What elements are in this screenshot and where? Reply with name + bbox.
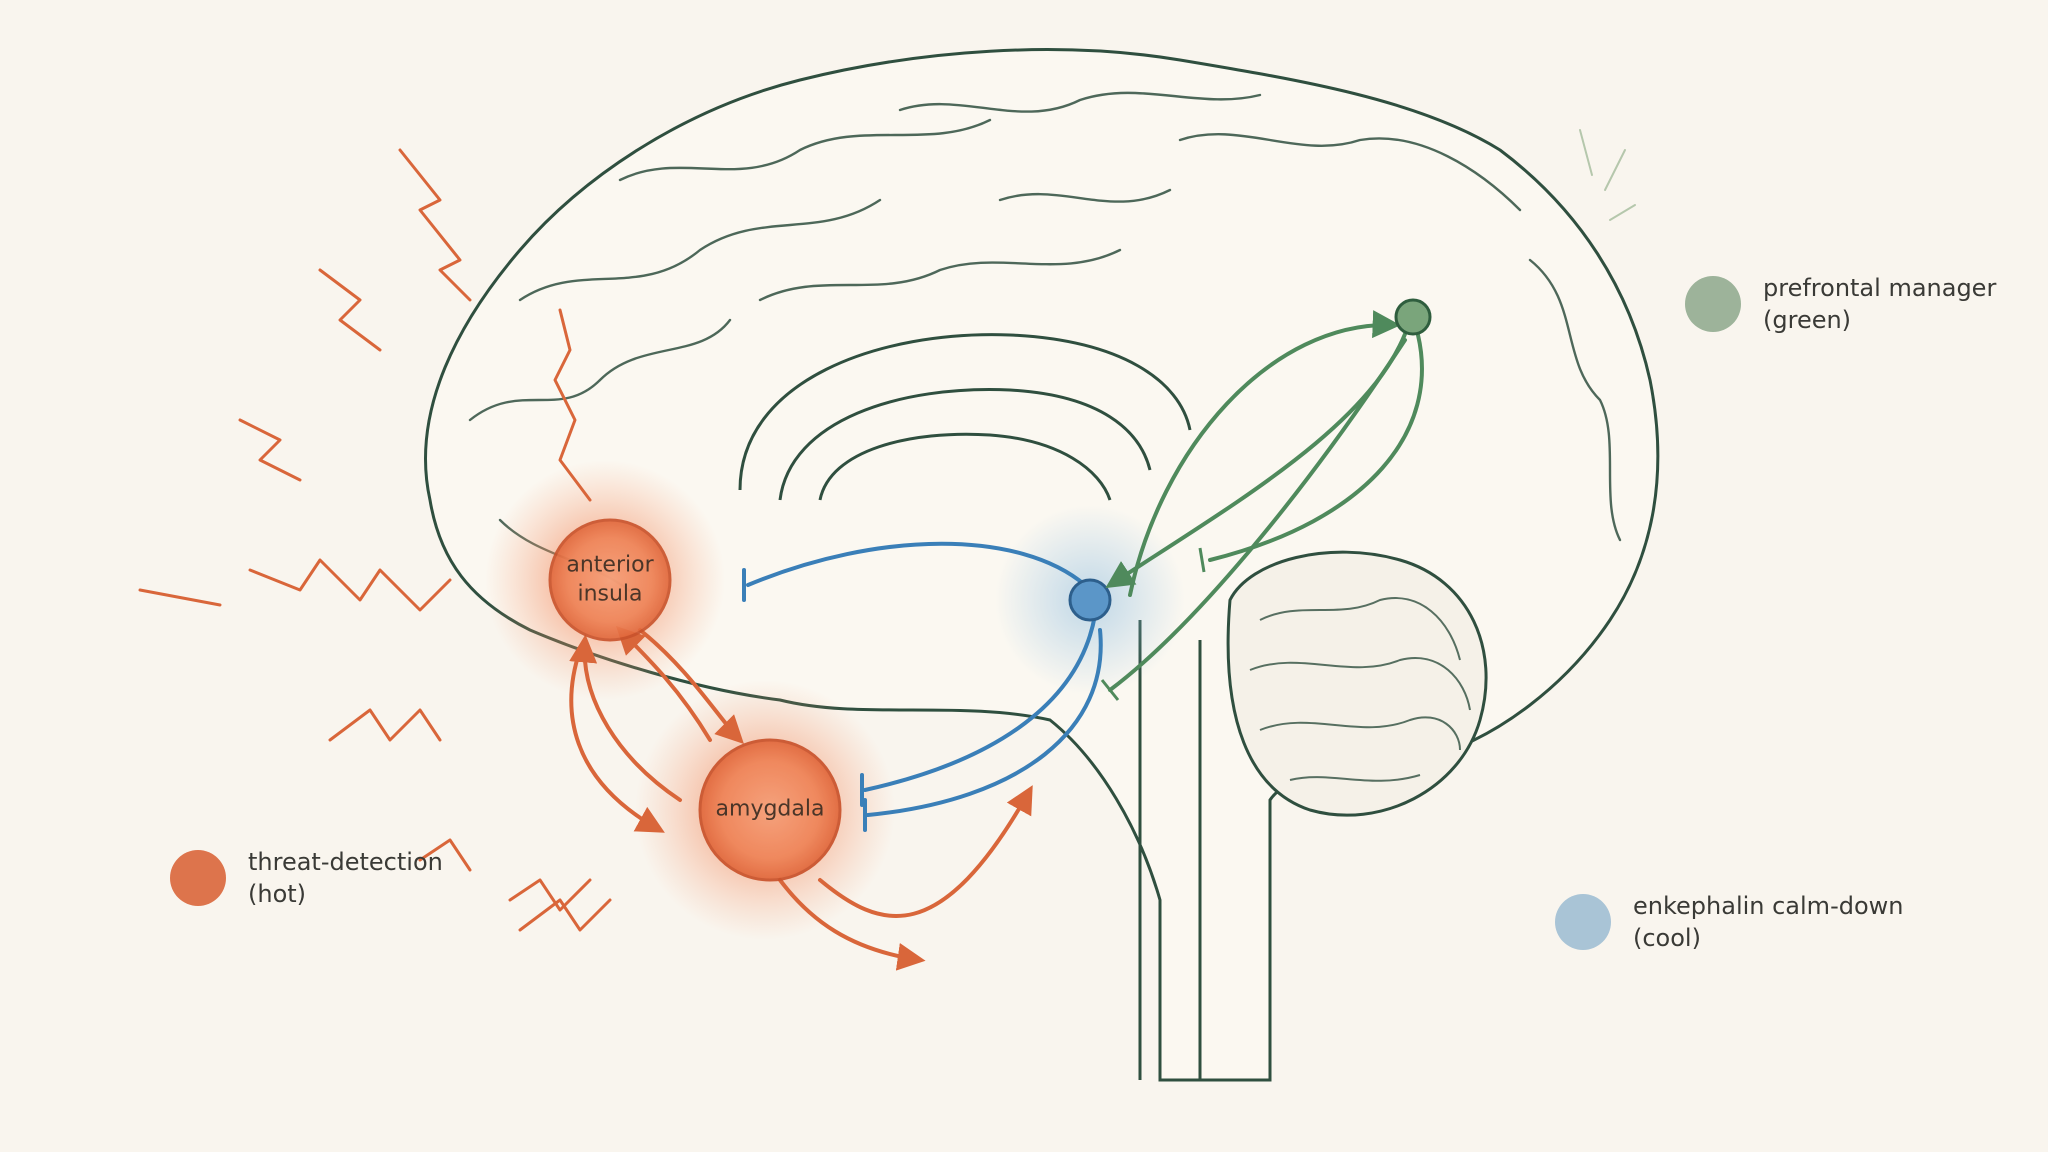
legend-calm: enkephalin calm-down (cool) [1555, 890, 1903, 955]
legend-calm-swatch [1555, 894, 1611, 951]
flow-amygdala-up [569, 634, 682, 802]
green-from-enkephalin [1128, 310, 1401, 597]
flow-insula-down [569, 648, 665, 833]
green-inhibit-1 [1208, 333, 1424, 562]
cool-to-amygdala-2 [866, 628, 1103, 817]
prefrontal-node [1394, 298, 1432, 336]
enkephalin-node [1068, 578, 1112, 622]
legend-prefrontal-line2: (green) [1763, 306, 1852, 335]
legend-threat-line1: threat-detection [248, 848, 443, 876]
legend-prefrontal: prefrontal manager (green) [1685, 272, 1996, 337]
legend-calm-line2: (cool) [1633, 924, 1701, 953]
inner-structures [738, 333, 1202, 1080]
flow-insula-to-amygdala [638, 628, 744, 744]
legend-threat-line2: (hot) [248, 880, 307, 909]
cool-inhibition [742, 541, 1103, 832]
green-inhibit-2 [1108, 338, 1407, 692]
green-inhibit-bars [1100, 547, 1206, 701]
legend-calm-line1: enkephalin calm-down [1633, 892, 1904, 920]
cerebellum [1226, 550, 1488, 817]
cool-to-amygdala-1 [863, 613, 1097, 792]
legend-threat-swatch [170, 850, 226, 907]
anterior-insula-node [548, 518, 672, 642]
anterior-insula-line2: insula [577, 581, 643, 606]
threat-bolts [138, 148, 612, 932]
anterior-insula-label: anterior insula [566, 551, 653, 608]
amygdala-node [698, 738, 842, 882]
cool-to-insula [746, 541, 1087, 587]
legend-threat: threat-detection (hot) [170, 846, 443, 911]
flow-amygdala-forward [778, 878, 926, 971]
amygdala-label: amygdala [715, 796, 825, 822]
legend-prefrontal-line1: prefrontal manager [1763, 274, 1997, 302]
legend-prefrontal-swatch [1685, 276, 1741, 333]
prefrontal-rays [1579, 129, 1636, 221]
flow-amygdala-to-insula [616, 626, 712, 742]
anterior-insula-line1: anterior [566, 552, 654, 578]
flow-amygdala-brainstem [818, 785, 1033, 919]
